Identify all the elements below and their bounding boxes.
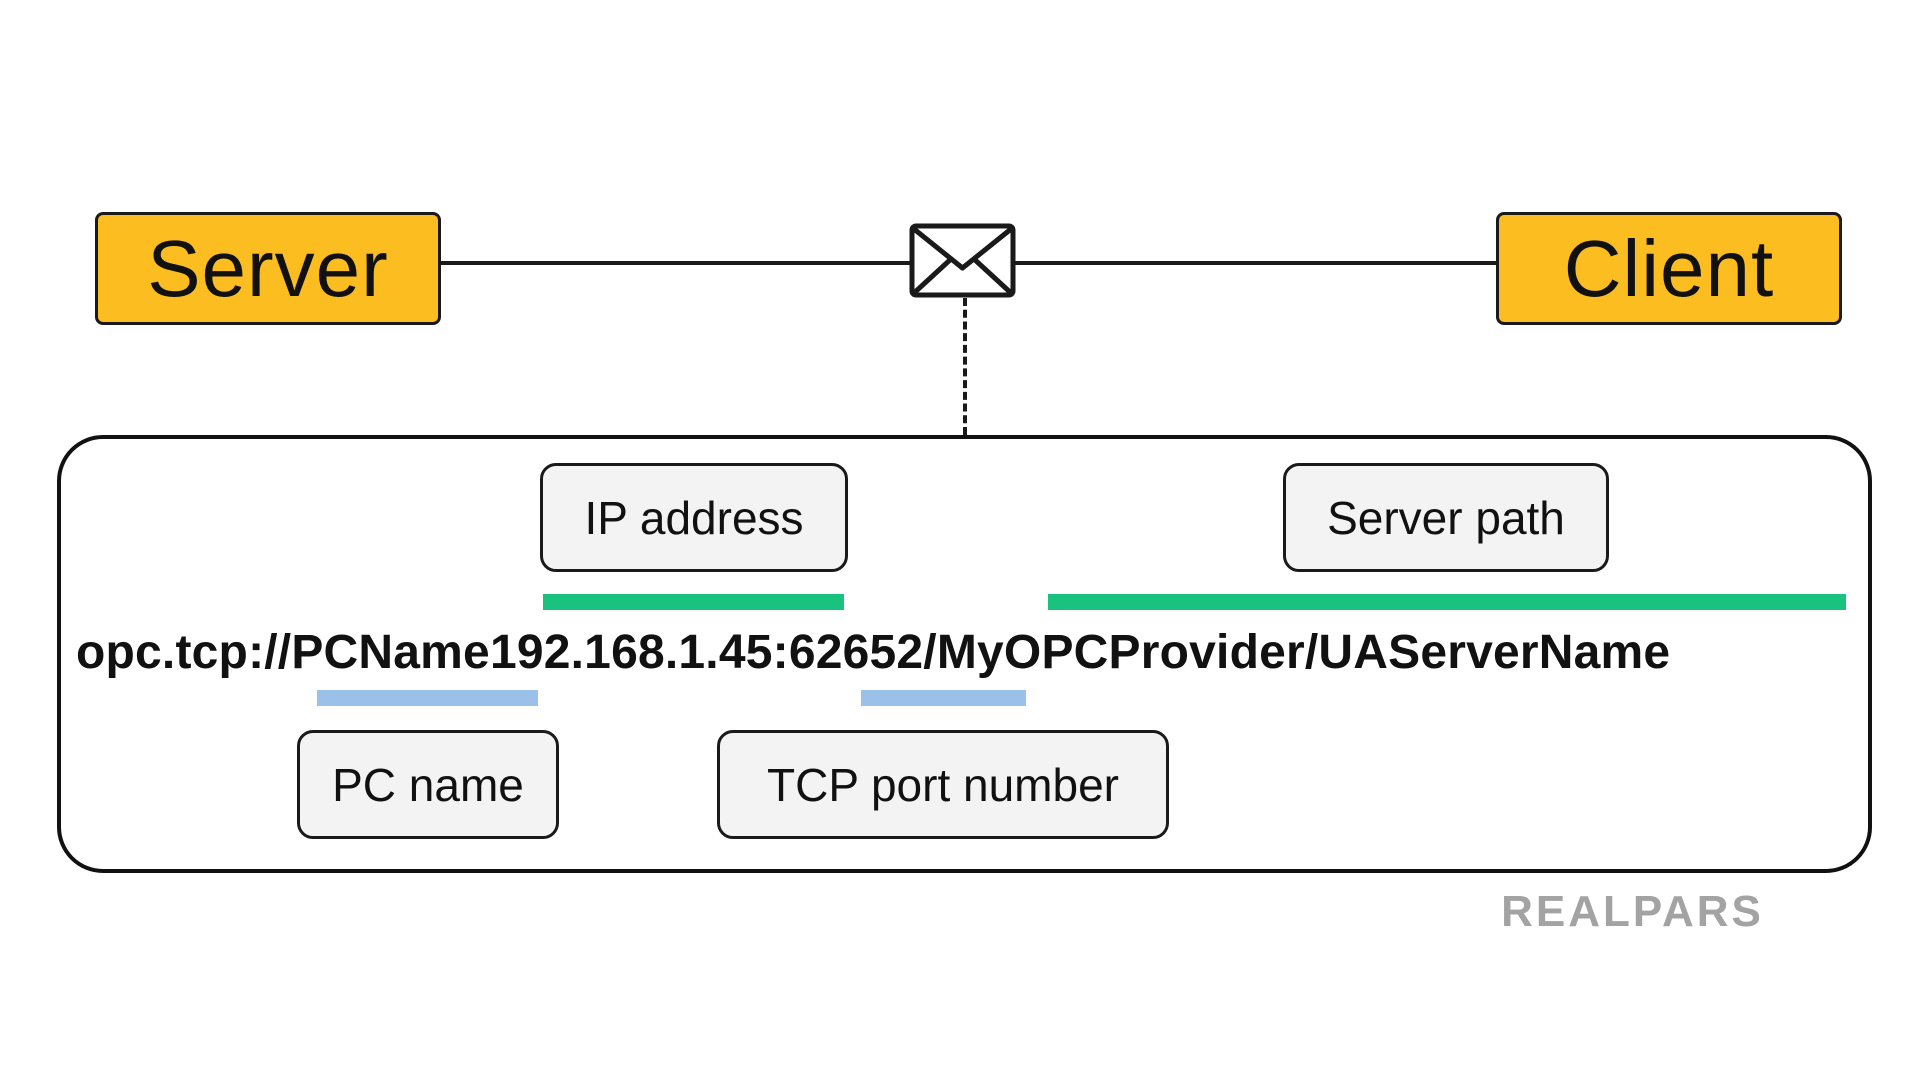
server-node: Server: [95, 212, 441, 325]
dashed-connector: [963, 298, 967, 435]
realpars-logo: REALPARS: [1501, 887, 1764, 936]
ip-address-underline: [543, 594, 844, 610]
opc-url: opc.tcp://PCName192.168.1.45:62652/MyOPC…: [76, 620, 1856, 686]
ip-address-label: IP address: [540, 463, 848, 572]
server-path-label: Server path: [1283, 463, 1609, 572]
pc-name-underline: [317, 690, 538, 706]
tcp-port-label: TCP port number: [717, 730, 1169, 839]
url-ip-address: 192.168.1.45: [489, 626, 773, 679]
url-scheme: opc.tcp://: [76, 626, 292, 679]
url-port: 62652: [788, 626, 924, 679]
server-connection-line: [441, 261, 911, 265]
tcp-port-underline: [861, 690, 1026, 706]
client-connection-line: [1014, 261, 1496, 265]
envelope-icon: [909, 223, 1016, 298]
url-port-separator: :: [772, 626, 789, 679]
url-server-path: /MyOPCProvider/UAServerName: [923, 626, 1671, 679]
server-path-underline: [1048, 594, 1846, 610]
pc-name-label: PC name: [297, 730, 559, 839]
client-node: Client: [1496, 212, 1842, 325]
url-pc-name: PCName: [291, 626, 490, 679]
